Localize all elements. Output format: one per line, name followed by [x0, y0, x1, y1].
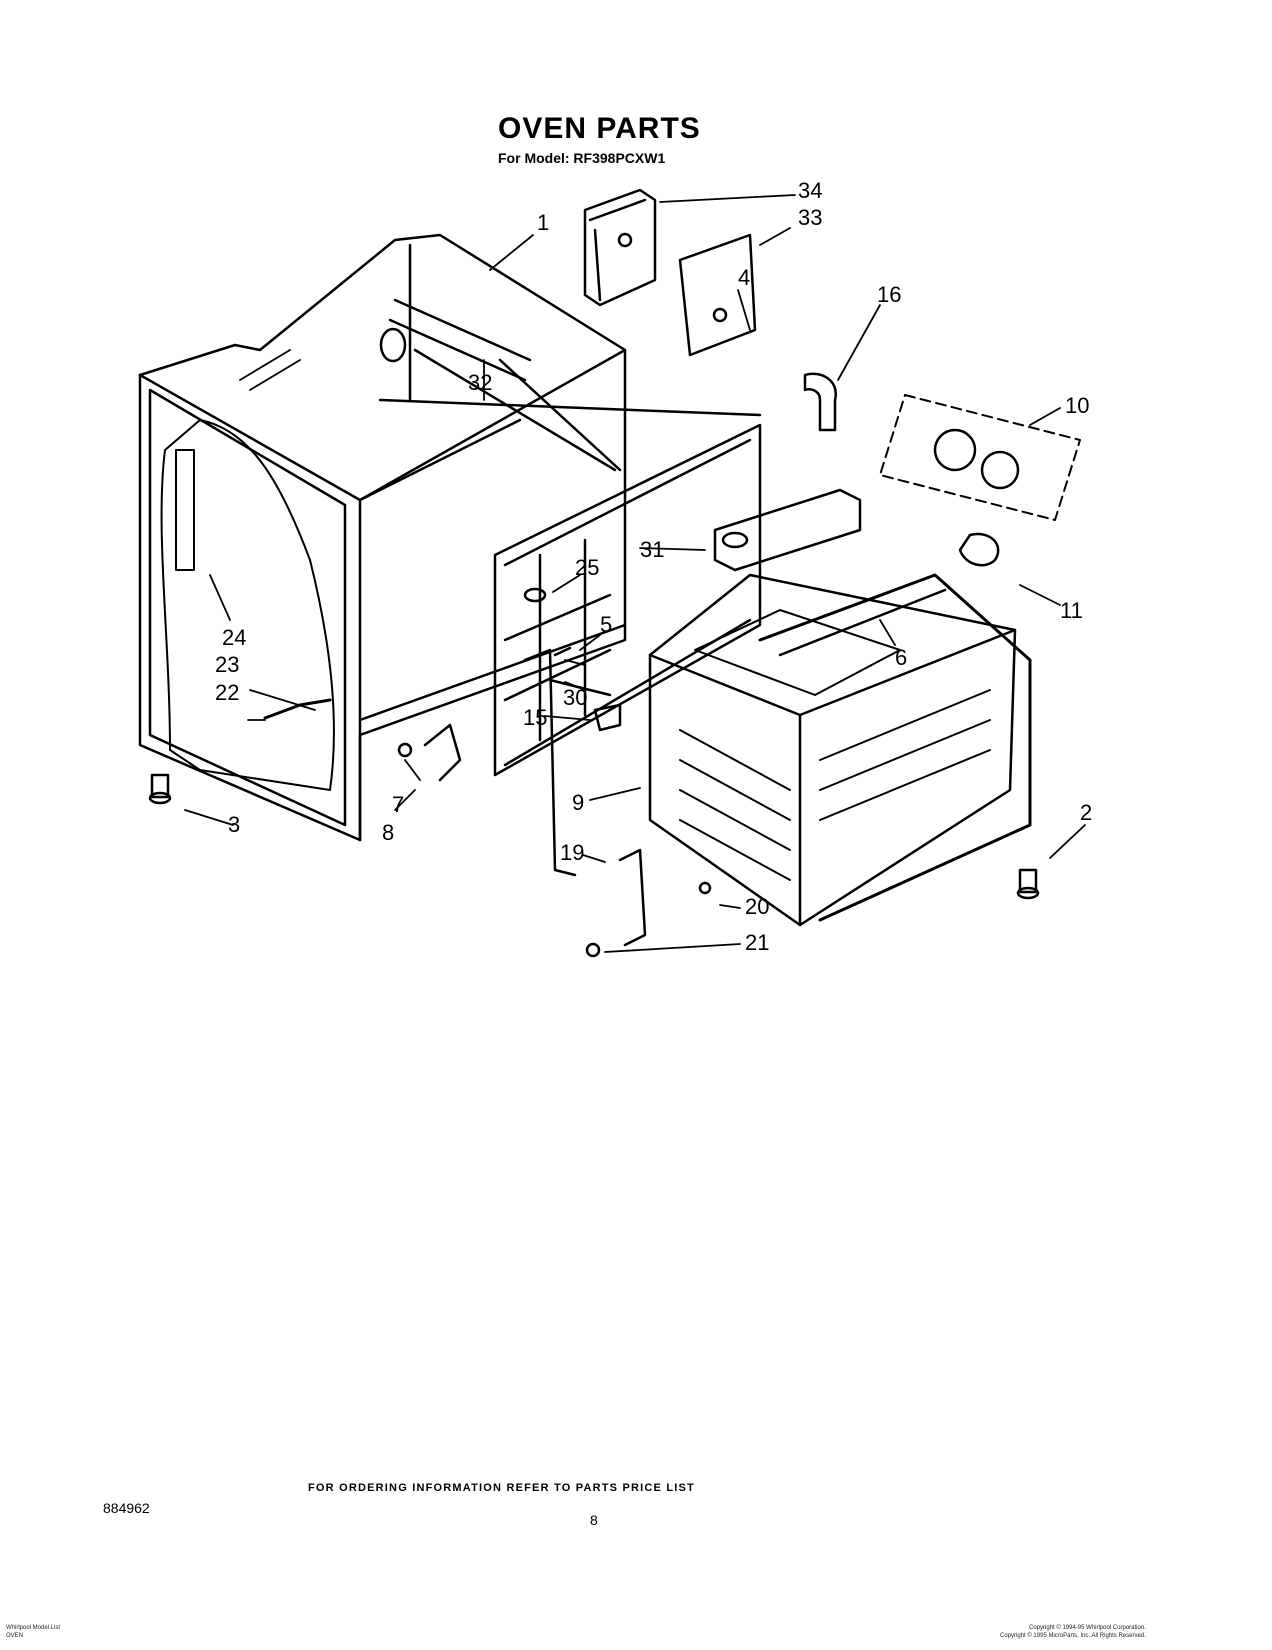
callout-25: 25 — [575, 555, 599, 580]
vent-tube — [803, 372, 838, 432]
callout-11: 11 — [1060, 598, 1083, 623]
callout-15: 15 — [523, 705, 547, 730]
callout-24: 24 — [222, 625, 246, 650]
callout-16: 16 — [877, 282, 901, 307]
oven-liner — [648, 573, 1017, 927]
document-number: 884962 — [103, 1500, 150, 1516]
callout-21: 21 — [745, 930, 769, 955]
oven-baffle — [713, 488, 862, 572]
callout-10: 10 — [1065, 393, 1089, 418]
oven-light-assembly — [879, 394, 1081, 567]
callout-4: 4 — [738, 265, 750, 290]
front-frame — [493, 423, 762, 777]
callout-labels: 1 2 3 4 5 6 7 8 9 10 11 15 16 19 20 21 2… — [215, 178, 1092, 955]
fine-print-left-line: OVEN — [6, 1633, 24, 1639]
model-subtitle: For Model: RF398PCXW1 — [498, 150, 666, 166]
copyright-line: Copyright © 1994-95 Whirlpool Corporatio… — [1029, 1625, 1146, 1631]
callout-3: 3 — [228, 812, 240, 837]
fine-print-left: Whirlpool Model List OVEN — [6, 1624, 60, 1640]
fine-print-left-line: Whirlpool Model List — [6, 1625, 61, 1631]
callout-1: 1 — [537, 210, 549, 235]
callout-22: 22 — [215, 680, 239, 705]
callout-9: 9 — [572, 790, 584, 815]
callout-34: 34 — [798, 178, 822, 203]
fine-print-right: Copyright © 1994-95 Whirlpool Corporatio… — [1000, 1624, 1146, 1640]
page-title: OVEN PARTS — [498, 112, 701, 145]
callout-23: 23 — [215, 652, 239, 677]
oven-cabinet — [138, 233, 762, 842]
leader-lines — [184, 194, 1086, 953]
callout-6: 6 — [895, 645, 907, 670]
callout-32: 32 — [468, 370, 492, 395]
callout-5: 5 — [600, 612, 612, 637]
ordering-note: FOR ORDERING INFORMATION REFER TO PARTS … — [308, 1482, 695, 1494]
callout-33: 33 — [798, 205, 822, 230]
insulation-blanket — [160, 419, 335, 791]
callout-20: 20 — [745, 894, 769, 919]
page-number: 8 — [590, 1512, 598, 1528]
callout-7: 7 — [392, 792, 404, 817]
callout-19: 19 — [560, 840, 584, 865]
callout-8: 8 — [382, 820, 394, 845]
leveling-legs — [148, 773, 1040, 900]
heat-shields — [583, 188, 757, 357]
callout-31: 31 — [640, 537, 664, 562]
callout-2: 2 — [1080, 800, 1092, 825]
copyright-line: Copyright © 1995 MicroParts, Inc. All Ri… — [1000, 1633, 1146, 1639]
bake-element — [758, 573, 1032, 922]
callout-30: 30 — [563, 685, 587, 710]
